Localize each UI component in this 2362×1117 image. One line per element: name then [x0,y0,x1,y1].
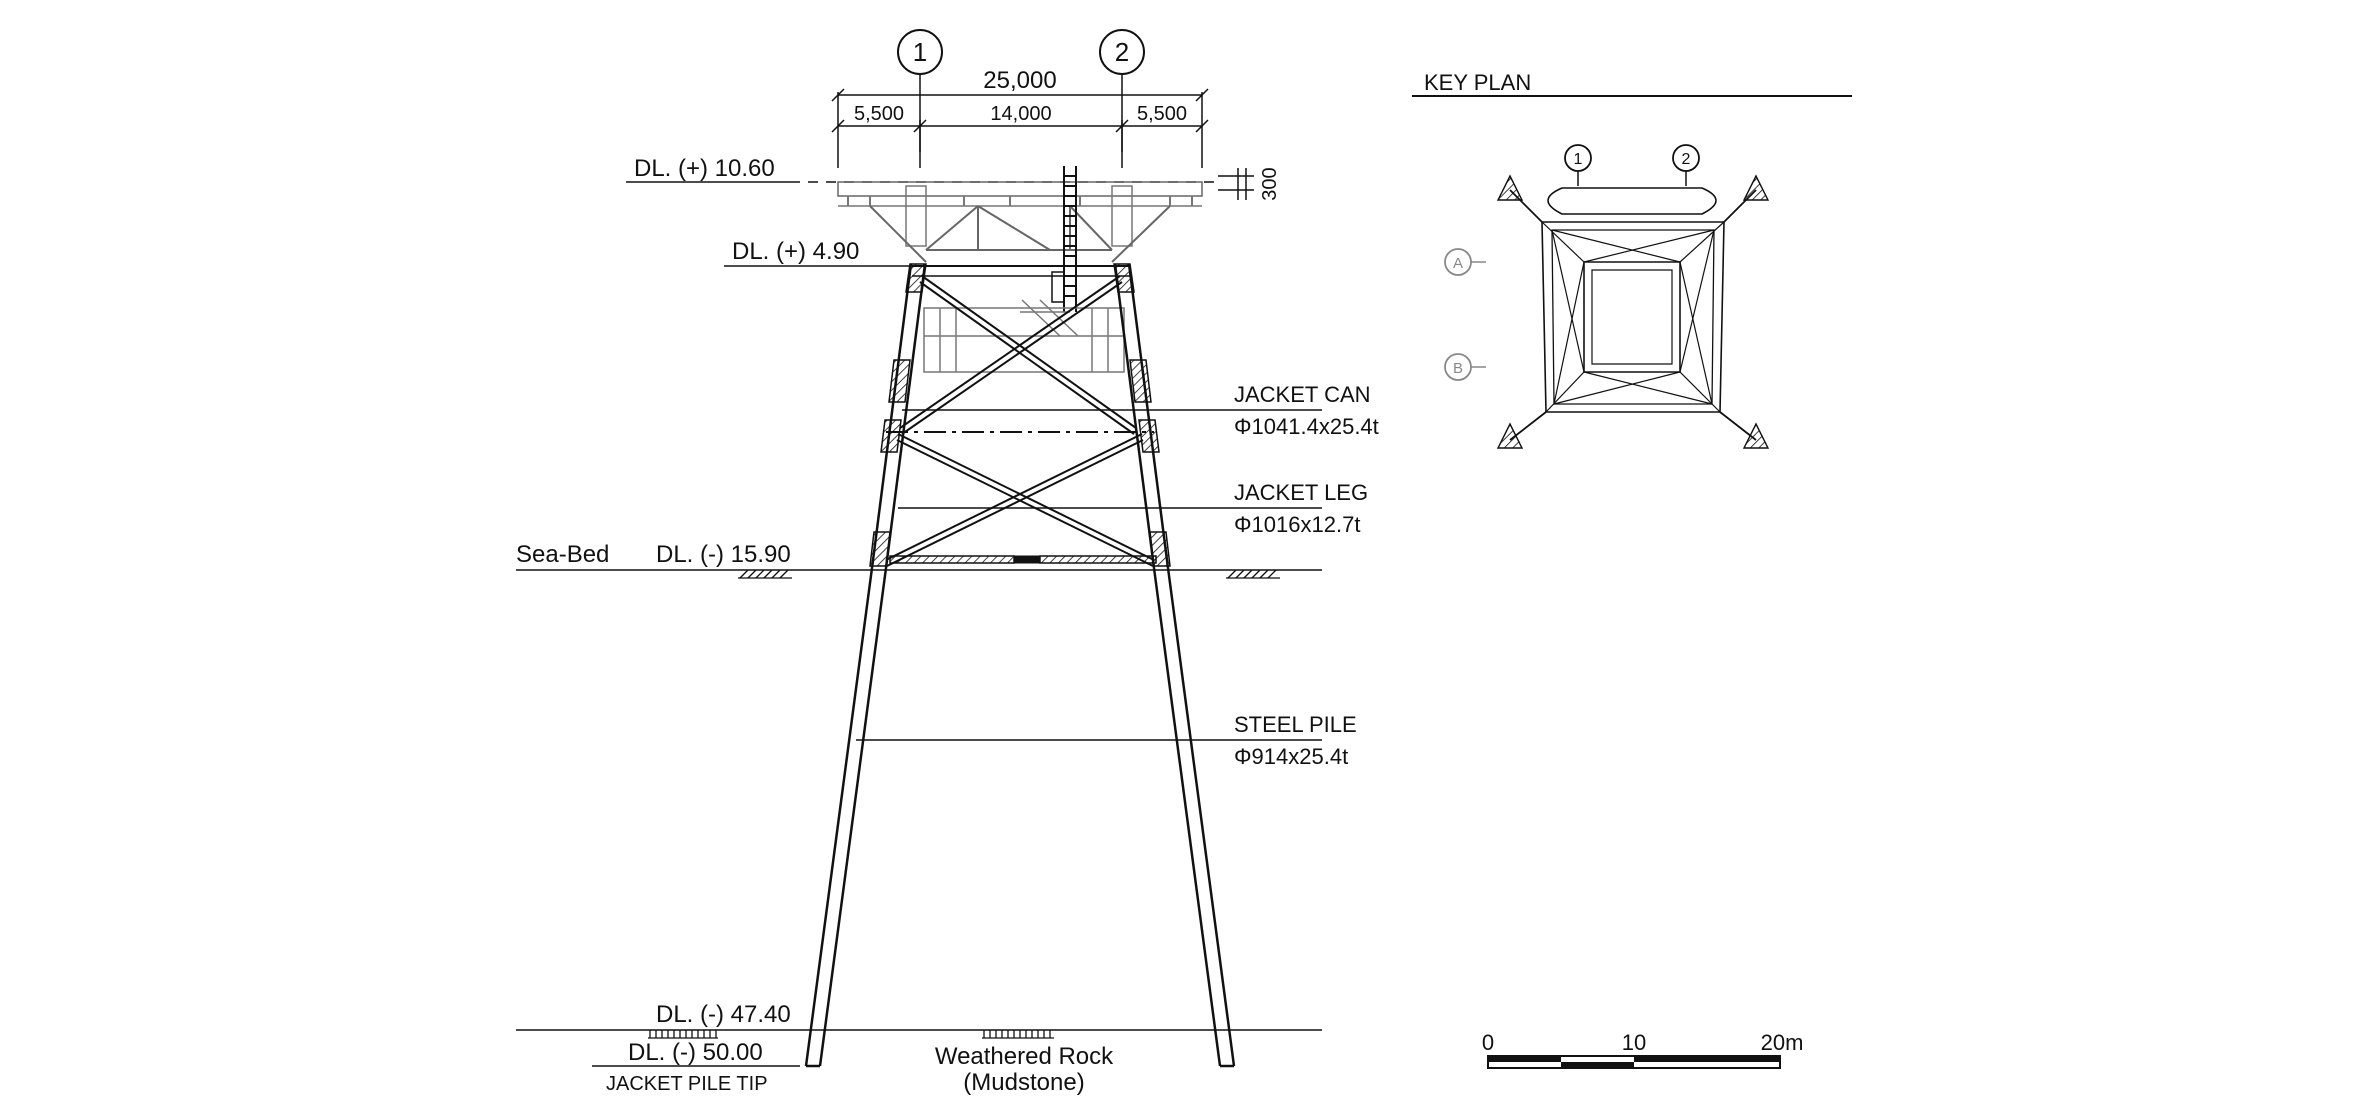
jacket-cans [869,263,1171,567]
dim-right: 5,500 [1137,103,1187,125]
dimension-lines [831,88,1254,200]
jacket-can-label: JACKET CAN [1234,382,1371,407]
key-plan-title: KEY PLAN [1424,70,1531,95]
dl-deck-label: DL. (+) 4.90 [732,238,859,265]
key-plan [1412,95,1852,449]
rock-label-1: Weathered Rock [935,1043,1114,1070]
x-bracing [885,275,1155,567]
leader-lines [856,409,1322,741]
jacket-can-spec: Φ1041.4x25.4t [1234,414,1379,439]
top-deck [790,181,1216,247]
scale-label-10: 10 [1622,1030,1646,1055]
scale-bar: 0 10 20m [1482,1030,1804,1069]
jacket-leg-label: JACKET LEG [1234,480,1368,505]
dim-300: 300 [1259,167,1281,200]
steel-pile-label: STEEL PILE [1234,712,1357,737]
dim-mid: 14,000 [990,103,1051,125]
steel-pile-right [1152,567,1236,1068]
deck-truss [869,205,1171,263]
scale-label-0: 0 [1482,1030,1494,1055]
key-plan-labels: KEY PLAN 1 2 A B [1424,70,1691,377]
key-pile-anchor-tr [1742,174,1770,201]
dl-rock-label: DL. (-) 47.40 [656,1001,791,1028]
key-grid-label-a: A [1453,255,1463,272]
elevation-labels: 1 2 25,000 5,500 14,000 5,500 300 DL. (+… [516,37,1379,1096]
steel-pile-spec: Φ914x25.4t [1234,744,1348,769]
tip-label: JACKET PILE TIP [606,1073,768,1095]
grid-label-1: 1 [913,37,927,67]
boat-landing [923,299,1125,373]
dl-top-label: DL. (+) 10.60 [634,155,775,182]
dim-total: 25,000 [983,67,1056,94]
dl-seabed-label: DL. (-) 15.90 [656,541,791,568]
key-grid-label-2: 2 [1682,151,1691,168]
seabed-label: Sea-Bed [516,541,609,568]
elevation-view [516,29,1322,1068]
rock-label-2: (Mudstone) [963,1069,1084,1096]
key-pile-anchor-bl [1496,422,1524,449]
jacket-leg-right [1113,263,1170,569]
dl-tip-label: DL. (-) 50.00 [628,1039,763,1066]
jacket-leg-spec: Φ1016x12.7t [1234,512,1360,537]
key-grid-label-1: 1 [1574,151,1583,168]
key-pile-anchor-tl [1496,174,1524,201]
mudmat [889,555,1157,564]
key-pile-anchor-br [1742,422,1770,449]
steel-pile-left [804,567,888,1068]
access-ladder [1051,166,1077,312]
key-grid-label-b: B [1453,360,1463,377]
grid-label-2: 2 [1115,37,1129,67]
jacket-leg-left [870,263,927,569]
dim-left: 5,500 [854,103,904,125]
seabed-hatching [648,569,1280,1039]
scale-label-20: 20m [1761,1030,1804,1055]
